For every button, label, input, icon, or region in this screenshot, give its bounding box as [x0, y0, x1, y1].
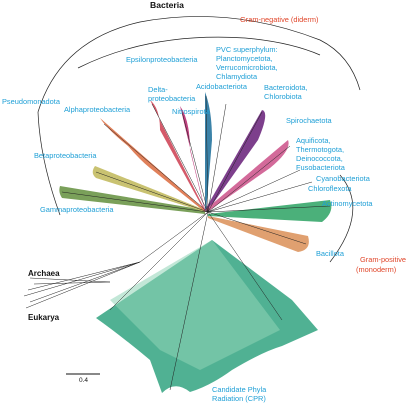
- gamma-label: Gammaproteobacteria: [40, 205, 114, 214]
- bactero-label-2: Chlorobiota: [264, 92, 302, 101]
- pseudomonadota-bracket-arc: [37, 111, 61, 216]
- nitro-clade-fan: [180, 106, 205, 212]
- cyano-label: Cyanobacteriota: [316, 174, 370, 183]
- pvc-label-4: Chlamydiota: [216, 72, 258, 81]
- acido-label: Acidobacteriota: [196, 82, 247, 91]
- aquifi-label-4: Fusobacteriota: [296, 163, 345, 172]
- actino-clade-fan: [208, 200, 332, 222]
- bactero-clade-fan: [205, 110, 266, 212]
- gamma-clade-fan: [59, 186, 206, 214]
- alpha-label: Alphaproteobacteria: [64, 105, 131, 114]
- epsilon-label: Epsilonproteobacteria: [126, 55, 198, 64]
- gram-negative-label: Gram-negative (diderm): [240, 15, 319, 24]
- delta-label-1: Delta-: [148, 85, 168, 94]
- bacteria-bracket-arc: [37, 16, 361, 113]
- gram-positive-label: Gram-positive: [360, 255, 406, 264]
- chloro-label: Chloroflexota: [308, 184, 352, 193]
- bactero-label-1: Bacteroidota,: [264, 83, 308, 92]
- aquifi-label-1: Aquificota,: [296, 136, 331, 145]
- cpr-clade-fan-light: [110, 240, 280, 370]
- aquifi-label-3: Deinococcota,: [296, 154, 343, 163]
- beta-label: Betaproteobacteria: [34, 151, 97, 160]
- cpr-label-1: Candidate Phyla: [212, 385, 267, 394]
- eukarya-label: Eukarya: [28, 313, 60, 322]
- bacillota-label: Bacillota: [316, 249, 344, 258]
- pvc-label-3: Verrucomicrobiota,: [216, 63, 278, 72]
- bacteria-label: Bacteria: [150, 0, 184, 10]
- pvc-label-1: PVC superphylum:: [216, 45, 278, 54]
- pvc-label-2: Planctomycetota,: [216, 54, 273, 63]
- pseudo-label: Pseudomonadota: [2, 97, 60, 106]
- gram-positive-bracket-arc: [329, 174, 354, 263]
- aquifi-label-2: Thermotogota,: [296, 145, 345, 154]
- delta-clade-fan: [150, 100, 205, 212]
- spiro-label: Spirochaetota: [286, 116, 332, 125]
- scale-bar-label: 0.4: [79, 377, 89, 384]
- pvc-clade-fan: [205, 92, 212, 212]
- monoderm-label: (monoderm): [356, 265, 397, 274]
- spiro-clade-fan: [205, 140, 289, 212]
- cpr-label-2: Radiation (CPR): [212, 394, 266, 403]
- nitro-label: Nitrospirota: [172, 107, 210, 116]
- tree-branches: [23, 95, 331, 391]
- archaea-label: Archaea: [28, 269, 60, 278]
- delta-label-2: proteobacteria: [148, 94, 196, 103]
- bacillota-clade-fan: [208, 216, 309, 252]
- beta-clade-fan: [92, 166, 205, 212]
- actino-label: Actinomycetota: [322, 199, 373, 208]
- gram-negative-bracket-arc: [77, 36, 321, 69]
